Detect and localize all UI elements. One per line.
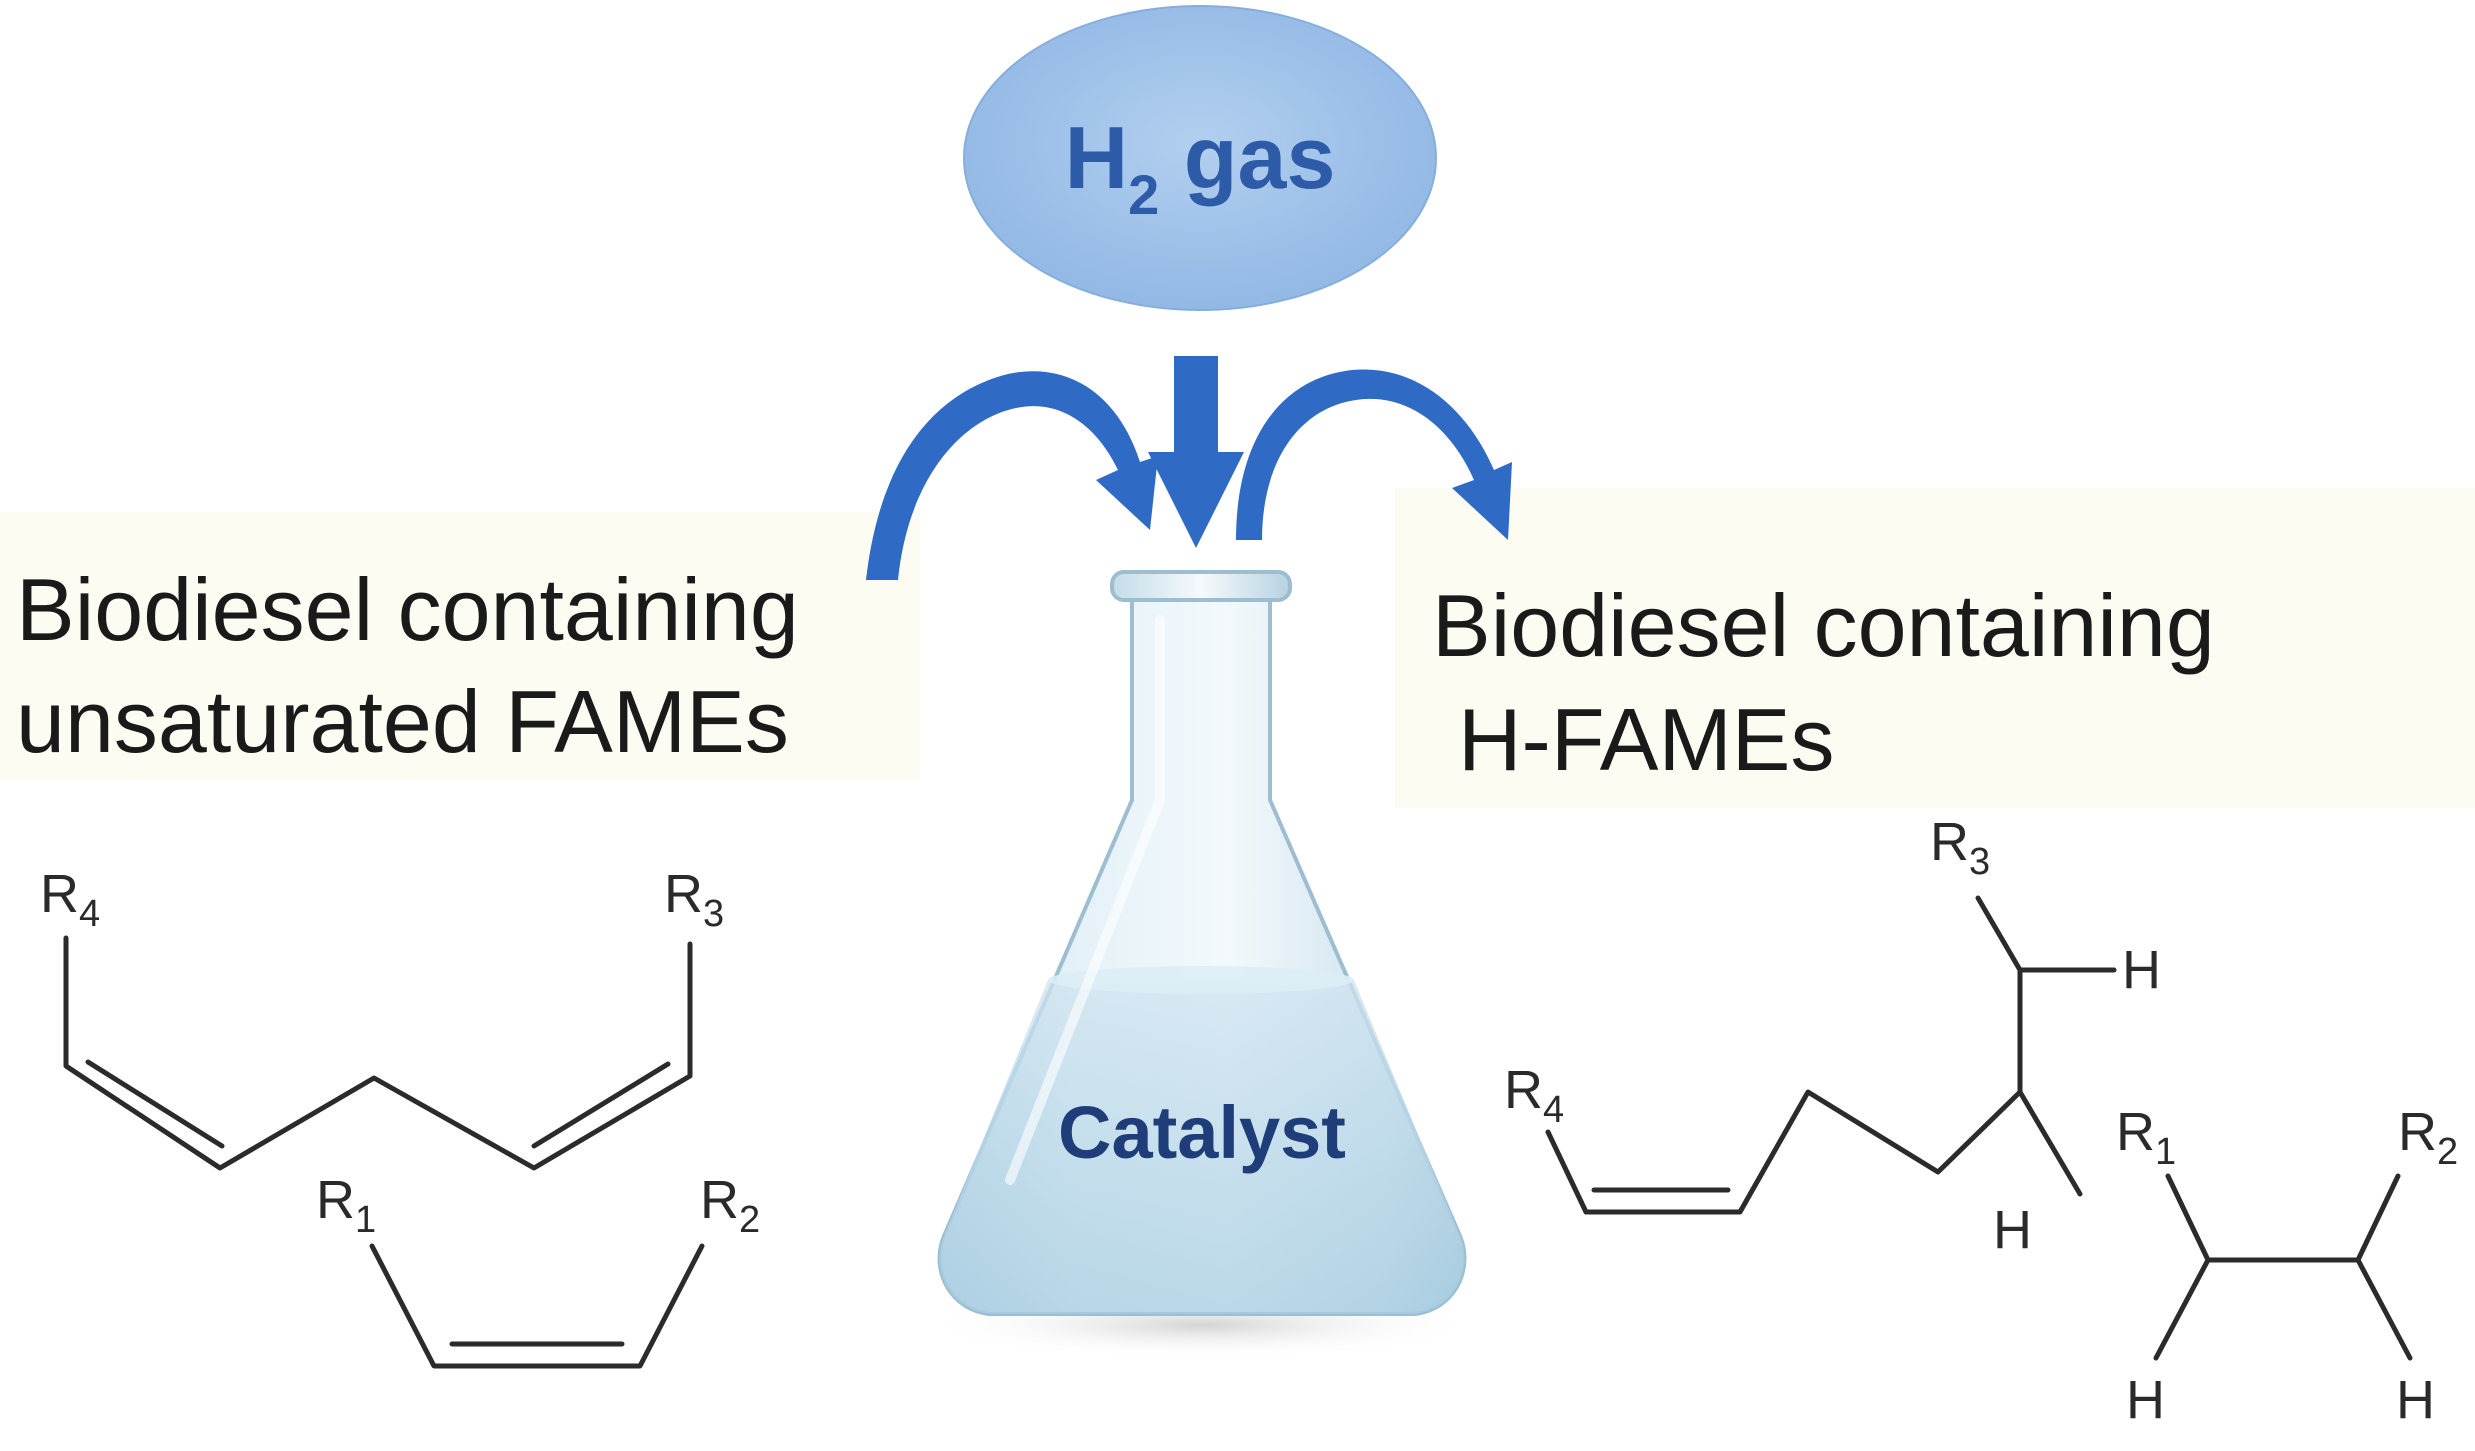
left-r4-label: R4 xyxy=(40,864,100,935)
left-label-line1: Biodiesel containing xyxy=(16,560,799,659)
right-r2-label: R2 xyxy=(2398,1102,2458,1173)
right-r1-label: R1 xyxy=(2116,1102,2176,1173)
left-structure-diene xyxy=(63,935,693,1171)
right-curved-arrow xyxy=(1236,369,1512,540)
left-r1-label: R1 xyxy=(316,1170,376,1241)
right-label-line1: Biodiesel containing xyxy=(1432,576,2215,675)
left-text-box xyxy=(0,512,920,780)
catalyst-label: Catalyst xyxy=(1058,1091,1346,1174)
h2-suffix: gas xyxy=(1159,108,1335,207)
right-text-box xyxy=(1395,488,2475,808)
down-arrow xyxy=(1148,356,1244,548)
left-curved-arrow xyxy=(866,371,1158,580)
right-h-mid-label: H xyxy=(1993,1200,2032,1260)
flask-rim xyxy=(1110,570,1292,602)
flask-liquid xyxy=(939,980,1465,1314)
right-h-right-label: H xyxy=(2122,940,2161,1000)
right-r4-label: R4 xyxy=(1504,1060,1564,1131)
h2-subscript: 2 xyxy=(1128,163,1159,226)
right-structure-saturated xyxy=(2153,1173,2413,1361)
flask: Catalyst xyxy=(922,570,1482,1359)
right-h-right-bottom-label: H xyxy=(2396,1370,2435,1430)
left-structure-monoene xyxy=(369,1243,705,1369)
right-h-left-bottom-label: H xyxy=(2126,1370,2165,1430)
h2-main: H xyxy=(1065,108,1129,207)
right-r3-label: R3 xyxy=(1930,812,1990,883)
left-r2-label: R2 xyxy=(700,1170,760,1241)
left-label-line2: unsaturated FAMEs xyxy=(16,672,789,771)
h2-gas-node: H2 gas xyxy=(963,5,1437,311)
right-structure-hfame xyxy=(1545,895,2117,1215)
left-r3-label: R3 xyxy=(664,864,724,935)
right-label-line2: H-FAMEs xyxy=(1458,690,1834,789)
h2-gas-label: H2 gas xyxy=(1065,108,1336,226)
